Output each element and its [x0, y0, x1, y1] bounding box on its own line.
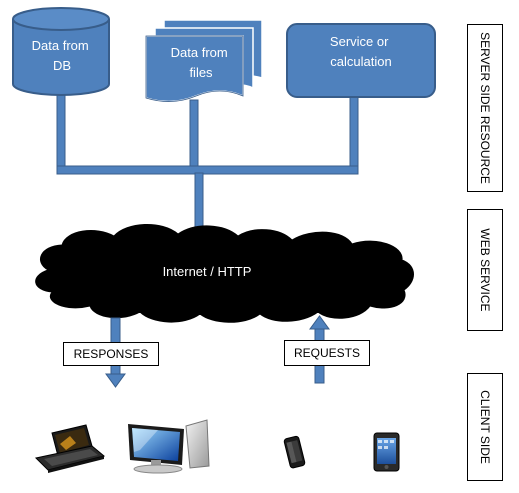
db-label-line-1: Data from [32, 38, 89, 53]
service-drop-connector [349, 95, 359, 174]
files-multidocument: Data from files [145, 19, 263, 103]
side-box-web: WEB SERVICE [467, 209, 503, 331]
smartphone-icon [283, 435, 306, 469]
service-label: Service or calculation [330, 34, 392, 69]
side-box-server: SERVER SIDE RESOURCE [467, 24, 503, 192]
db-label: Data from DB [32, 38, 93, 73]
horizontal-connector [56, 165, 359, 175]
internet-cloud: Internet / HTTP [35, 223, 414, 323]
service-box: Service or calculation [286, 23, 436, 98]
side-label-client: CLIENT SIDE [478, 390, 492, 464]
files-label-line-2: files [189, 65, 213, 80]
server-connectors [56, 84, 359, 241]
tablet-phone-icon [373, 432, 400, 472]
db-label-line-2: DB [53, 58, 71, 73]
side-label-server: SERVER SIDE RESOURCE [478, 32, 492, 184]
side-box-client: CLIENT SIDE [467, 373, 503, 481]
db-cylinder: Data from DB [12, 7, 110, 96]
down-arrow-shaft [194, 172, 204, 232]
service-label-line-2: calculation [330, 54, 391, 69]
laptop-icon [34, 424, 106, 473]
responses-label: RESPONSES [63, 342, 159, 366]
cloud-label: Internet / HTTP [163, 264, 252, 279]
files-drop-connector [189, 99, 199, 174]
side-label-web: WEB SERVICE [478, 228, 492, 312]
desktop-monitor-icon [128, 419, 210, 474]
service-label-line-1: Service or [330, 34, 389, 49]
files-label: Data from files [171, 45, 232, 80]
files-label-line-1: Data from [171, 45, 228, 60]
db-drop-connector [56, 84, 66, 174]
requests-label: REQUESTS [284, 340, 370, 366]
